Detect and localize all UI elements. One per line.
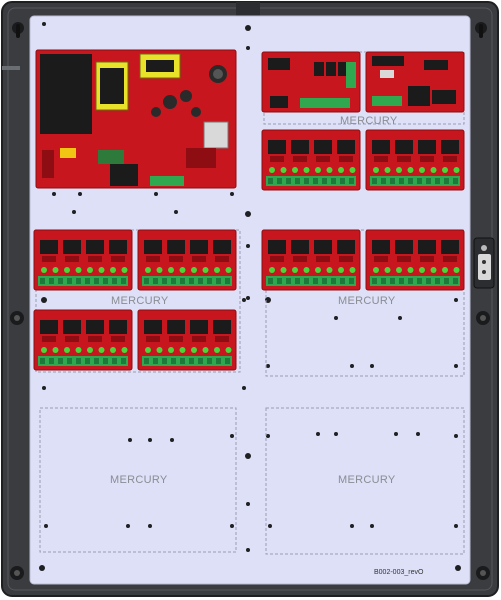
relay-boards: [33, 129, 465, 371]
relay-board: [261, 229, 361, 291]
zone-bottom-left-label: MERCURY: [110, 474, 168, 486]
tamper-switch: [473, 237, 495, 289]
zone-bottom-right: [265, 407, 465, 555]
mount-hole-bottom-right: [476, 566, 490, 580]
keyhole-top-left: [12, 22, 24, 38]
zone-bottom-left: [39, 407, 237, 553]
relay-board: [365, 229, 465, 291]
relay-board: [33, 229, 133, 291]
zone-middle-left: [35, 229, 241, 373]
zone-bottom-right-label: MERCURY: [338, 474, 396, 486]
side-rail-tab: [2, 66, 20, 70]
controller-board-right: [365, 51, 465, 113]
zone-middle-right-label: MERCURY: [338, 295, 396, 307]
mount-hole-mid-left: [10, 311, 24, 325]
relay-board: [137, 309, 237, 371]
zone-middle-right: [265, 229, 465, 377]
power-supply-board: [35, 49, 237, 189]
transformer: [40, 54, 92, 134]
keyhole-top-right: [475, 22, 487, 38]
mount-hole-bottom-left: [10, 566, 24, 580]
relay-board: [261, 129, 361, 191]
mount-hole-mid-right: [476, 311, 490, 325]
relay-board: [137, 229, 237, 291]
zone-top-right-label: MERCURY: [340, 115, 398, 127]
zone-middle-left-label: MERCURY: [111, 295, 169, 307]
controller-board-left: [261, 51, 361, 113]
relay-board: [365, 129, 465, 191]
relay-board: [33, 309, 133, 371]
part-number-label: B002-003_revO: [374, 569, 424, 576]
